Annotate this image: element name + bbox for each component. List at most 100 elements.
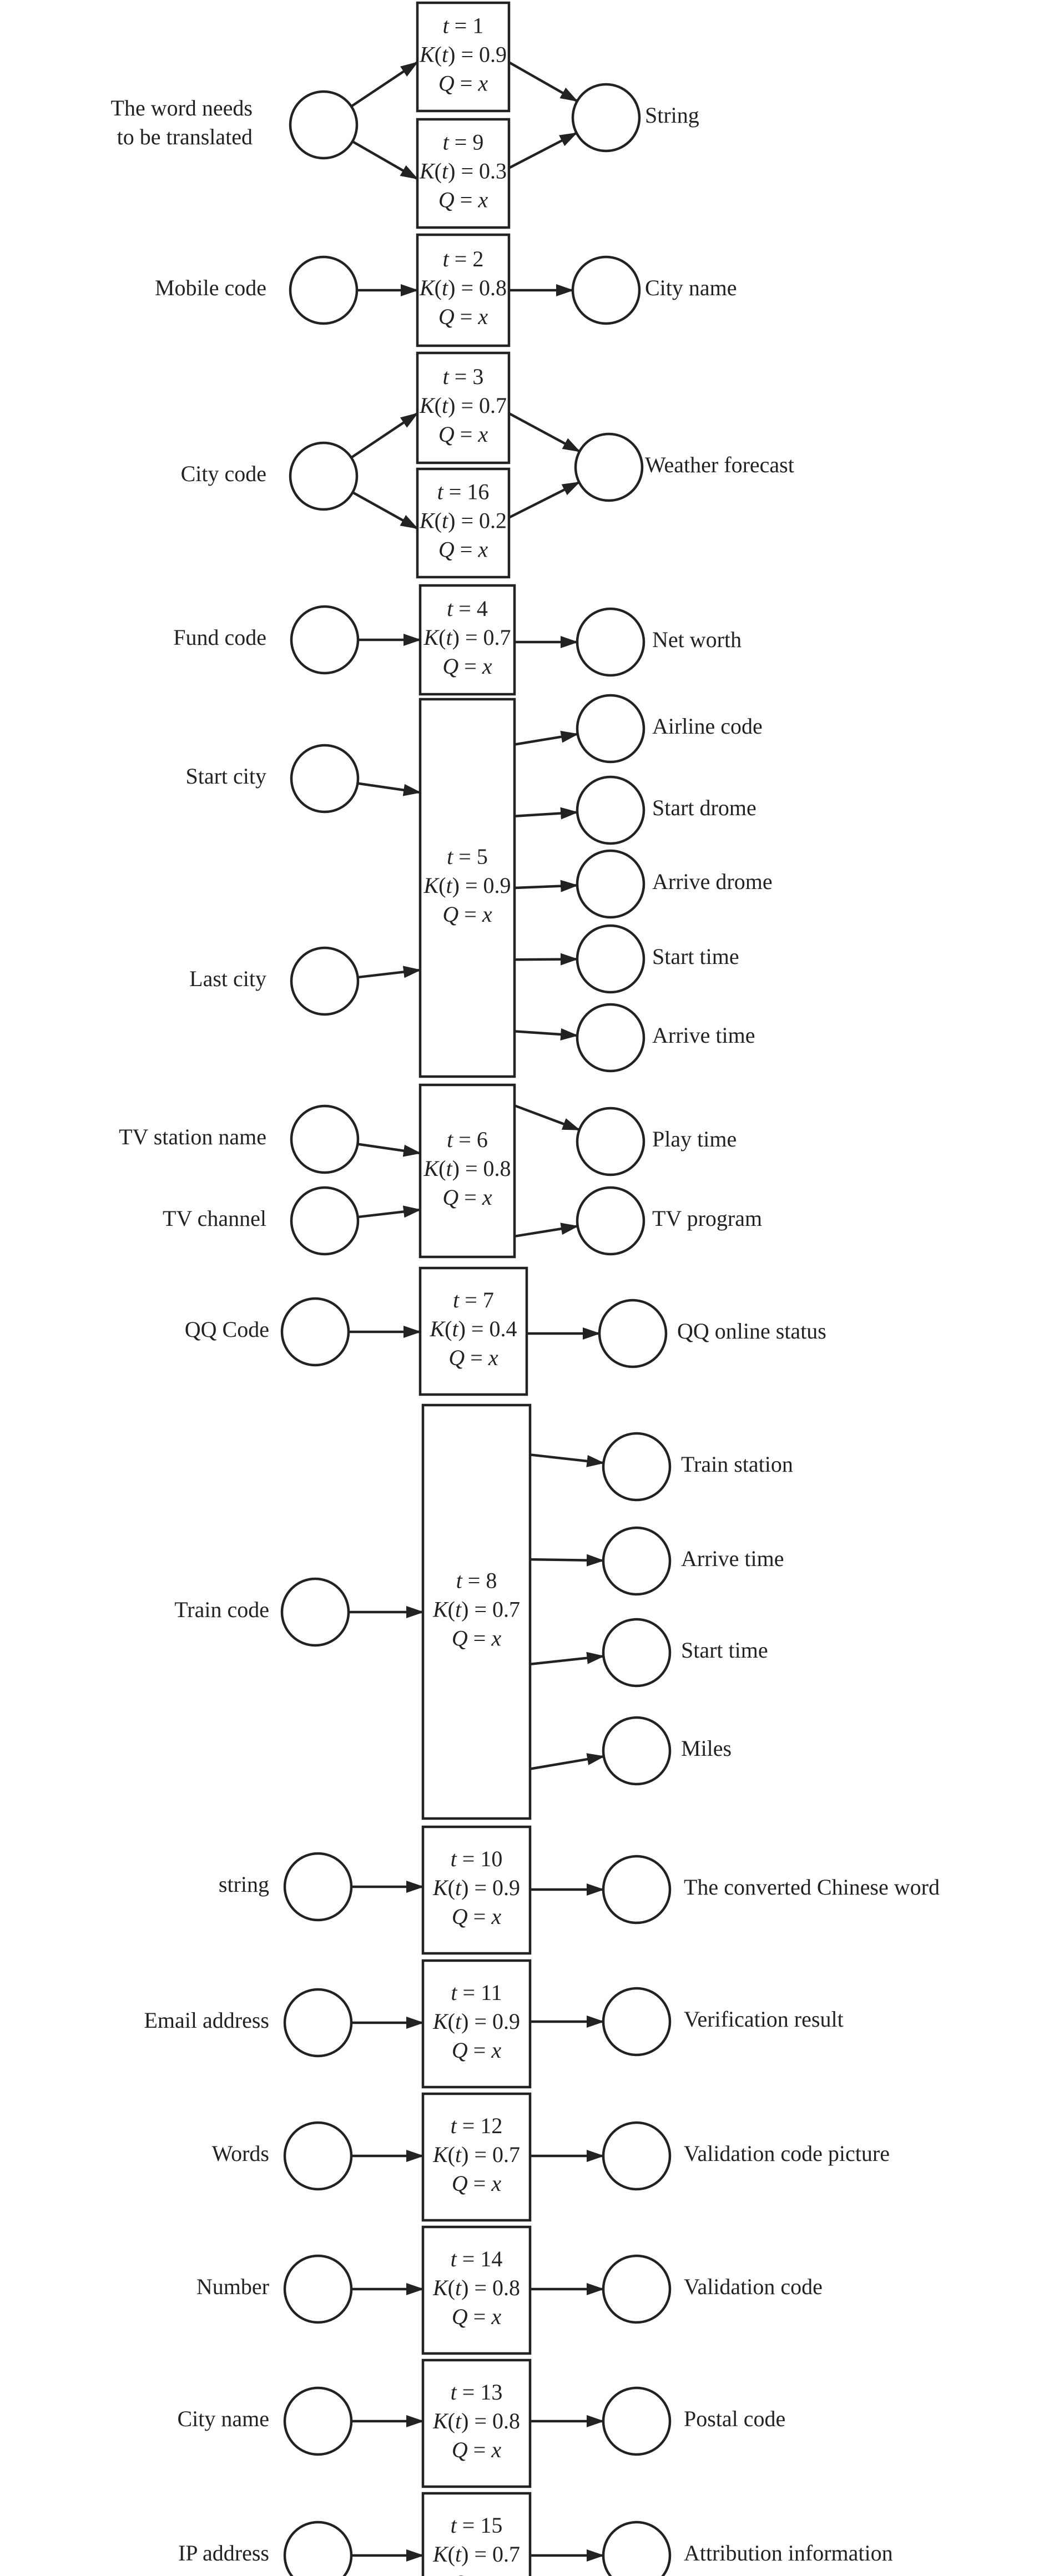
service-t11-q-label: Q = x (452, 2038, 501, 2063)
service-t6-q-label: Q = x (442, 1185, 492, 1210)
input-label: Email address (144, 2008, 270, 2033)
service-t11-t-label: t = 11 (451, 1980, 502, 2005)
output-arrow (514, 730, 579, 746)
service-t16-t-value: 16 (467, 479, 489, 504)
output-arrow (514, 1104, 581, 1132)
output-label: String (645, 103, 699, 128)
input-arrow (350, 412, 418, 459)
service-t4-k-value: 0.7 (483, 625, 511, 650)
service-t15-k-label: K(t) = 0.7 (432, 2542, 520, 2567)
service-t1-q-value: x (477, 71, 488, 96)
input-node (290, 605, 360, 675)
service-t4-k-label: K(t) = 0.7 (423, 625, 511, 650)
output-label: Verification result (684, 2007, 844, 2032)
input-label: Fund code (173, 625, 266, 650)
input-arrow (350, 61, 418, 108)
service-t8-box (421, 1403, 532, 1820)
service-t14-q-value: x (491, 2304, 501, 2329)
service-t4-box (418, 584, 516, 696)
service-t14-k-label: K(t) = 0.8 (432, 2275, 520, 2300)
input-arrow (357, 1143, 421, 1157)
service-t12-q-label: Q = x (452, 2171, 501, 2196)
service-t7-k-value: 0.4 (490, 1316, 517, 1341)
output-arrow (508, 132, 578, 169)
service-t2-q-value: x (477, 304, 488, 329)
service-t12-t-value: 12 (480, 2113, 502, 2138)
input-label: Mobile code (155, 275, 266, 300)
service-t15-k-value: 0.7 (492, 2542, 520, 2567)
service-t2-k-label: K(t) = 0.8 (419, 275, 507, 300)
service-t16-k-value: 0.2 (479, 508, 507, 533)
service-t13-box (421, 2358, 532, 2488)
output-arrow (508, 61, 578, 103)
output-label: Arrive drome (652, 869, 773, 894)
service-t5-t-value: 5 (477, 844, 488, 869)
output-node (576, 849, 645, 919)
service-t13-q-value: x (491, 2437, 501, 2462)
service-t6-t-label: t = 6 (447, 1127, 488, 1152)
input-node (283, 2521, 353, 2576)
output-arrow (514, 1028, 579, 1040)
service-t10-k-label: K(t) = 0.9 (432, 1875, 520, 1900)
service-t15-q-label: Q = x (452, 2570, 501, 2576)
output-label: Arrive time (681, 1546, 784, 1571)
service-t15-box (421, 2492, 532, 2576)
service-t1-q-label: Q = x (438, 71, 488, 96)
service-t3-t-value: 3 (472, 364, 483, 389)
service-t15-t-label: t = 15 (451, 2513, 503, 2538)
output-label: Train station (681, 1452, 793, 1477)
service-t3-q-value: x (477, 422, 488, 447)
output-label: Start time (681, 1638, 768, 1663)
output-arrow (508, 481, 581, 519)
service-t16-q-label: Q = x (438, 537, 488, 562)
input-label: to be translated (117, 124, 253, 149)
service-t7-k-label: K(t) = 0.4 (429, 1316, 517, 1341)
service-t2-q-label: Q = x (438, 304, 488, 329)
service-t16-box (416, 467, 511, 579)
output-node (576, 924, 645, 994)
input-label: City name (177, 2406, 269, 2431)
service-t11-box (421, 1959, 532, 2089)
service-t9-box (416, 118, 511, 229)
output-label: Arrive time (652, 1023, 755, 1048)
output-arrow (529, 1453, 605, 1467)
service-t16-q-value: x (477, 537, 488, 562)
service-t6-q-value: x (482, 1185, 492, 1210)
output-arrow (514, 807, 579, 820)
output-arrow (529, 1651, 605, 1666)
service-t2-t-value: 2 (472, 246, 483, 271)
output-label: Play time (652, 1127, 737, 1151)
input-label: The word needs (111, 95, 253, 120)
output-label: Weather forecast (645, 452, 794, 477)
input-label: Start city (185, 764, 266, 789)
service-t3-t-label: t = 3 (443, 364, 484, 389)
service-t13-t-label: t = 13 (451, 2380, 503, 2405)
output-node (571, 255, 641, 325)
service-t14-q-label: Q = x (452, 2304, 501, 2329)
input-label: City code (181, 461, 266, 486)
output-arrow (529, 1753, 605, 1770)
service-t6-k-label: K(t) = 0.8 (423, 1156, 511, 1181)
output-node (576, 1186, 645, 1256)
service-t10-t-value: 10 (480, 1846, 502, 1871)
input-node (283, 2121, 353, 2191)
service-t12-k-value: 0.7 (492, 2142, 520, 2167)
service-t13-k-label: K(t) = 0.8 (432, 2408, 520, 2433)
output-arrow (508, 412, 581, 453)
output-node (602, 2386, 672, 2456)
service-t14-k-value: 0.8 (492, 2275, 520, 2300)
service-t5-q-label: Q = x (442, 902, 492, 927)
output-label: Start drome (652, 795, 757, 820)
output-node (602, 1987, 672, 2057)
service-t1-k-value: 0.9 (479, 42, 507, 67)
service-t11-q-value: x (491, 2038, 501, 2063)
service-t2-t-label: t = 2 (443, 246, 484, 271)
service-t4-t-label: t = 4 (447, 596, 488, 621)
service-t8-q-value: x (491, 1626, 501, 1651)
output-node (602, 1618, 672, 1688)
service-t3-k-label: K(t) = 0.7 (419, 393, 507, 418)
service-t12-box (421, 2092, 532, 2222)
output-label: Airline code (652, 714, 763, 739)
service-t11-k-label: K(t) = 0.9 (432, 2009, 520, 2034)
